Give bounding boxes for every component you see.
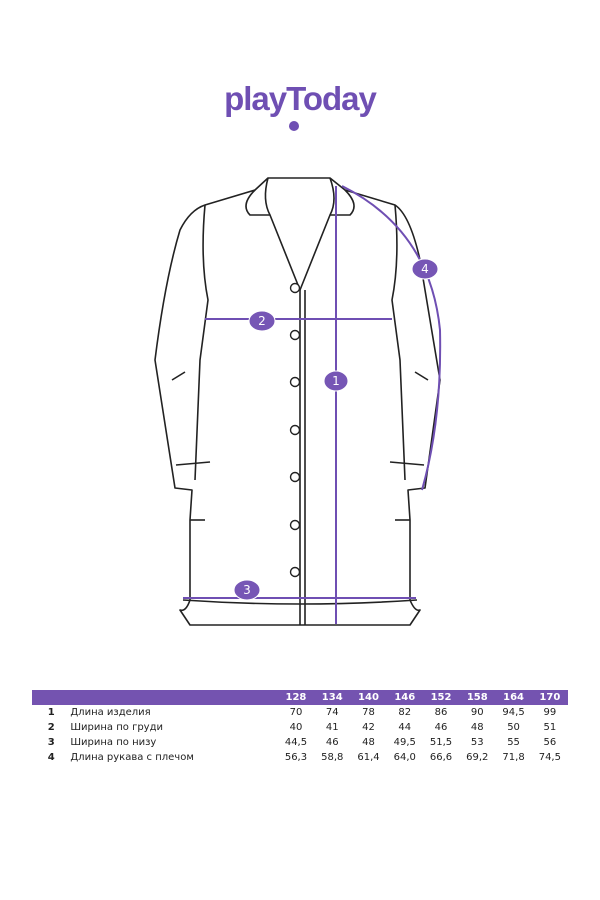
- table-cell: 53: [470, 737, 484, 748]
- size-header: 140: [358, 692, 379, 703]
- table-cell: 56,3: [284, 752, 308, 763]
- row-label: Ширина по груди: [70, 722, 164, 733]
- table-cell: 66,6: [429, 752, 453, 763]
- row-label: Ширина по низу: [70, 737, 157, 748]
- size-header: 152: [430, 692, 452, 703]
- table-cell: 46: [434, 722, 448, 733]
- sleeve-line: [341, 185, 442, 491]
- table-cell: 51,5: [429, 737, 453, 748]
- table-cell: 70: [289, 707, 303, 718]
- svg-text:1: 1: [332, 374, 340, 388]
- size-header: 128: [285, 692, 307, 703]
- table-cell: 69,2: [466, 752, 489, 763]
- table-cell: 49,5: [393, 737, 416, 748]
- table-cell: 94,5: [502, 707, 525, 718]
- brand-logo: playToday: [224, 80, 377, 117]
- table-cell: 90: [470, 707, 484, 718]
- table-cell: 44,5: [284, 737, 308, 748]
- size-header: 134: [321, 692, 343, 703]
- table-cell: 58,8: [321, 752, 344, 763]
- coat-diagram: 1 2 3 4: [154, 177, 442, 626]
- table-cell: 82: [398, 707, 412, 718]
- button-icon: [289, 519, 301, 531]
- table-cell: 42: [362, 722, 375, 733]
- row-label: Длина рукава с плечом: [70, 752, 194, 763]
- row-label: Длина изделия: [70, 707, 151, 718]
- marker-4: 4: [411, 258, 439, 280]
- table-cell: 44: [398, 722, 412, 733]
- marker-3: 3: [233, 579, 261, 601]
- button-icon: [289, 566, 301, 578]
- table-cell: 46: [325, 737, 339, 748]
- table-cell: 48: [362, 737, 375, 748]
- table-cell: 61,4: [357, 752, 380, 763]
- size-header: 164: [503, 692, 524, 703]
- button-icon: [289, 424, 301, 436]
- table-cell: 51: [543, 722, 557, 733]
- button-icon: [289, 329, 301, 341]
- table-row: 1 Длина изделия 70 74 78 82 86 90 94,5 99: [32, 705, 568, 720]
- row-number: 2: [47, 722, 55, 733]
- table-cell: 50: [507, 722, 520, 733]
- button-icon: [289, 471, 301, 483]
- coat-outline: [154, 177, 441, 626]
- table-cell: 74,5: [538, 752, 561, 763]
- table-cell: 86: [434, 707, 448, 718]
- svg-text:3: 3: [243, 583, 251, 597]
- measurement-markers: 1 2 3 4: [233, 258, 439, 601]
- size-table: 128 134 140 146 152 158 164 170 1 Длина и…: [32, 690, 568, 765]
- svg-text:2: 2: [258, 314, 266, 328]
- table-cell: 99: [543, 707, 557, 718]
- table-row: 2 Ширина по груди 40 41 42 44 46 48 50 51: [32, 720, 568, 735]
- buttons: [289, 282, 301, 578]
- marker-1: 1: [323, 370, 349, 392]
- table-cell: 40: [289, 722, 303, 733]
- table-cell: 74: [325, 707, 339, 718]
- row-number: 4: [47, 752, 55, 763]
- size-header: 146: [394, 692, 416, 703]
- size-header-row: 128 134 140 146 152 158 164 170: [32, 690, 568, 705]
- table-cell: 56: [543, 737, 557, 748]
- table-cell: 64,0: [393, 752, 416, 763]
- table-cell: 41: [325, 722, 339, 733]
- row-number: 3: [47, 737, 55, 748]
- table-row: 4 Длина рукава с плечом 56,3 58,8 61,4 64,0 66…: [32, 750, 568, 765]
- size-header: 170: [539, 692, 561, 703]
- measurement-lines: [183, 185, 442, 624]
- table-cell: 55: [507, 737, 520, 748]
- table-cell: 71,8: [502, 752, 525, 763]
- marker-2: 2: [248, 310, 276, 332]
- button-icon: [289, 376, 301, 388]
- table-cell: 48: [470, 722, 484, 733]
- row-number: 1: [47, 707, 55, 718]
- logo-dot: [289, 121, 299, 131]
- svg-text:4: 4: [421, 262, 429, 276]
- table-cell: 78: [362, 707, 375, 718]
- button-icon: [289, 282, 301, 294]
- table-row: 3 Ширина по низу 44,5 46 48 49,5 51,5 53 55 56: [32, 735, 568, 750]
- size-header: 158: [466, 692, 488, 703]
